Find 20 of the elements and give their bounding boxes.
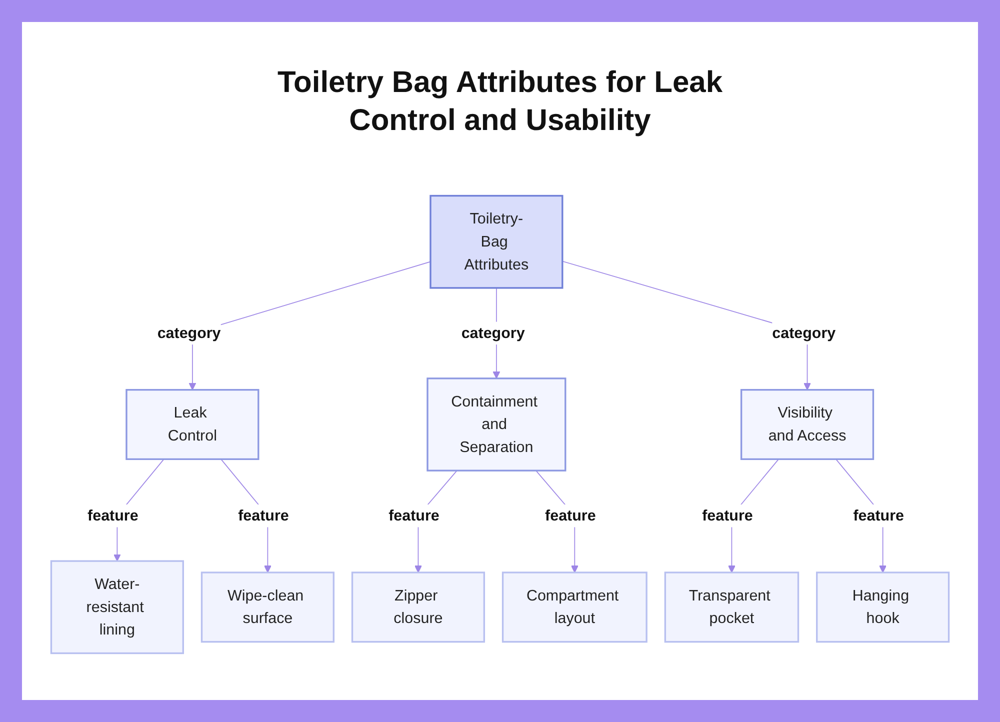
edge-label: feature [545,506,596,524]
node-box: Transparent pocket [664,572,800,643]
edge-label: feature [853,506,904,524]
edge-label: feature [388,506,440,524]
edge-label: feature [238,506,289,524]
node-box: Hanging hook [816,572,950,643]
node-box: Containment and Separation [426,378,566,472]
node-box: Visibility and Access [740,388,874,460]
edge-label: category [772,324,836,342]
node-box: Leak Control [126,388,260,460]
edge-label: feature [702,506,753,524]
node-box: Compartment layout [502,572,648,643]
edge-label: category [157,324,221,342]
edge-label: feature [88,506,138,524]
diagram-title: Toiletry Bag Attributes for Leak Control and Usability [276,65,724,139]
node-box: Water-resistant lining [50,560,184,654]
node-box: Wipe-clean surface [200,572,334,643]
node-box: Toiletry-Bag Attributes [430,194,564,289]
edge-label: category [461,324,525,342]
node-box: Zipper closure [351,572,486,643]
